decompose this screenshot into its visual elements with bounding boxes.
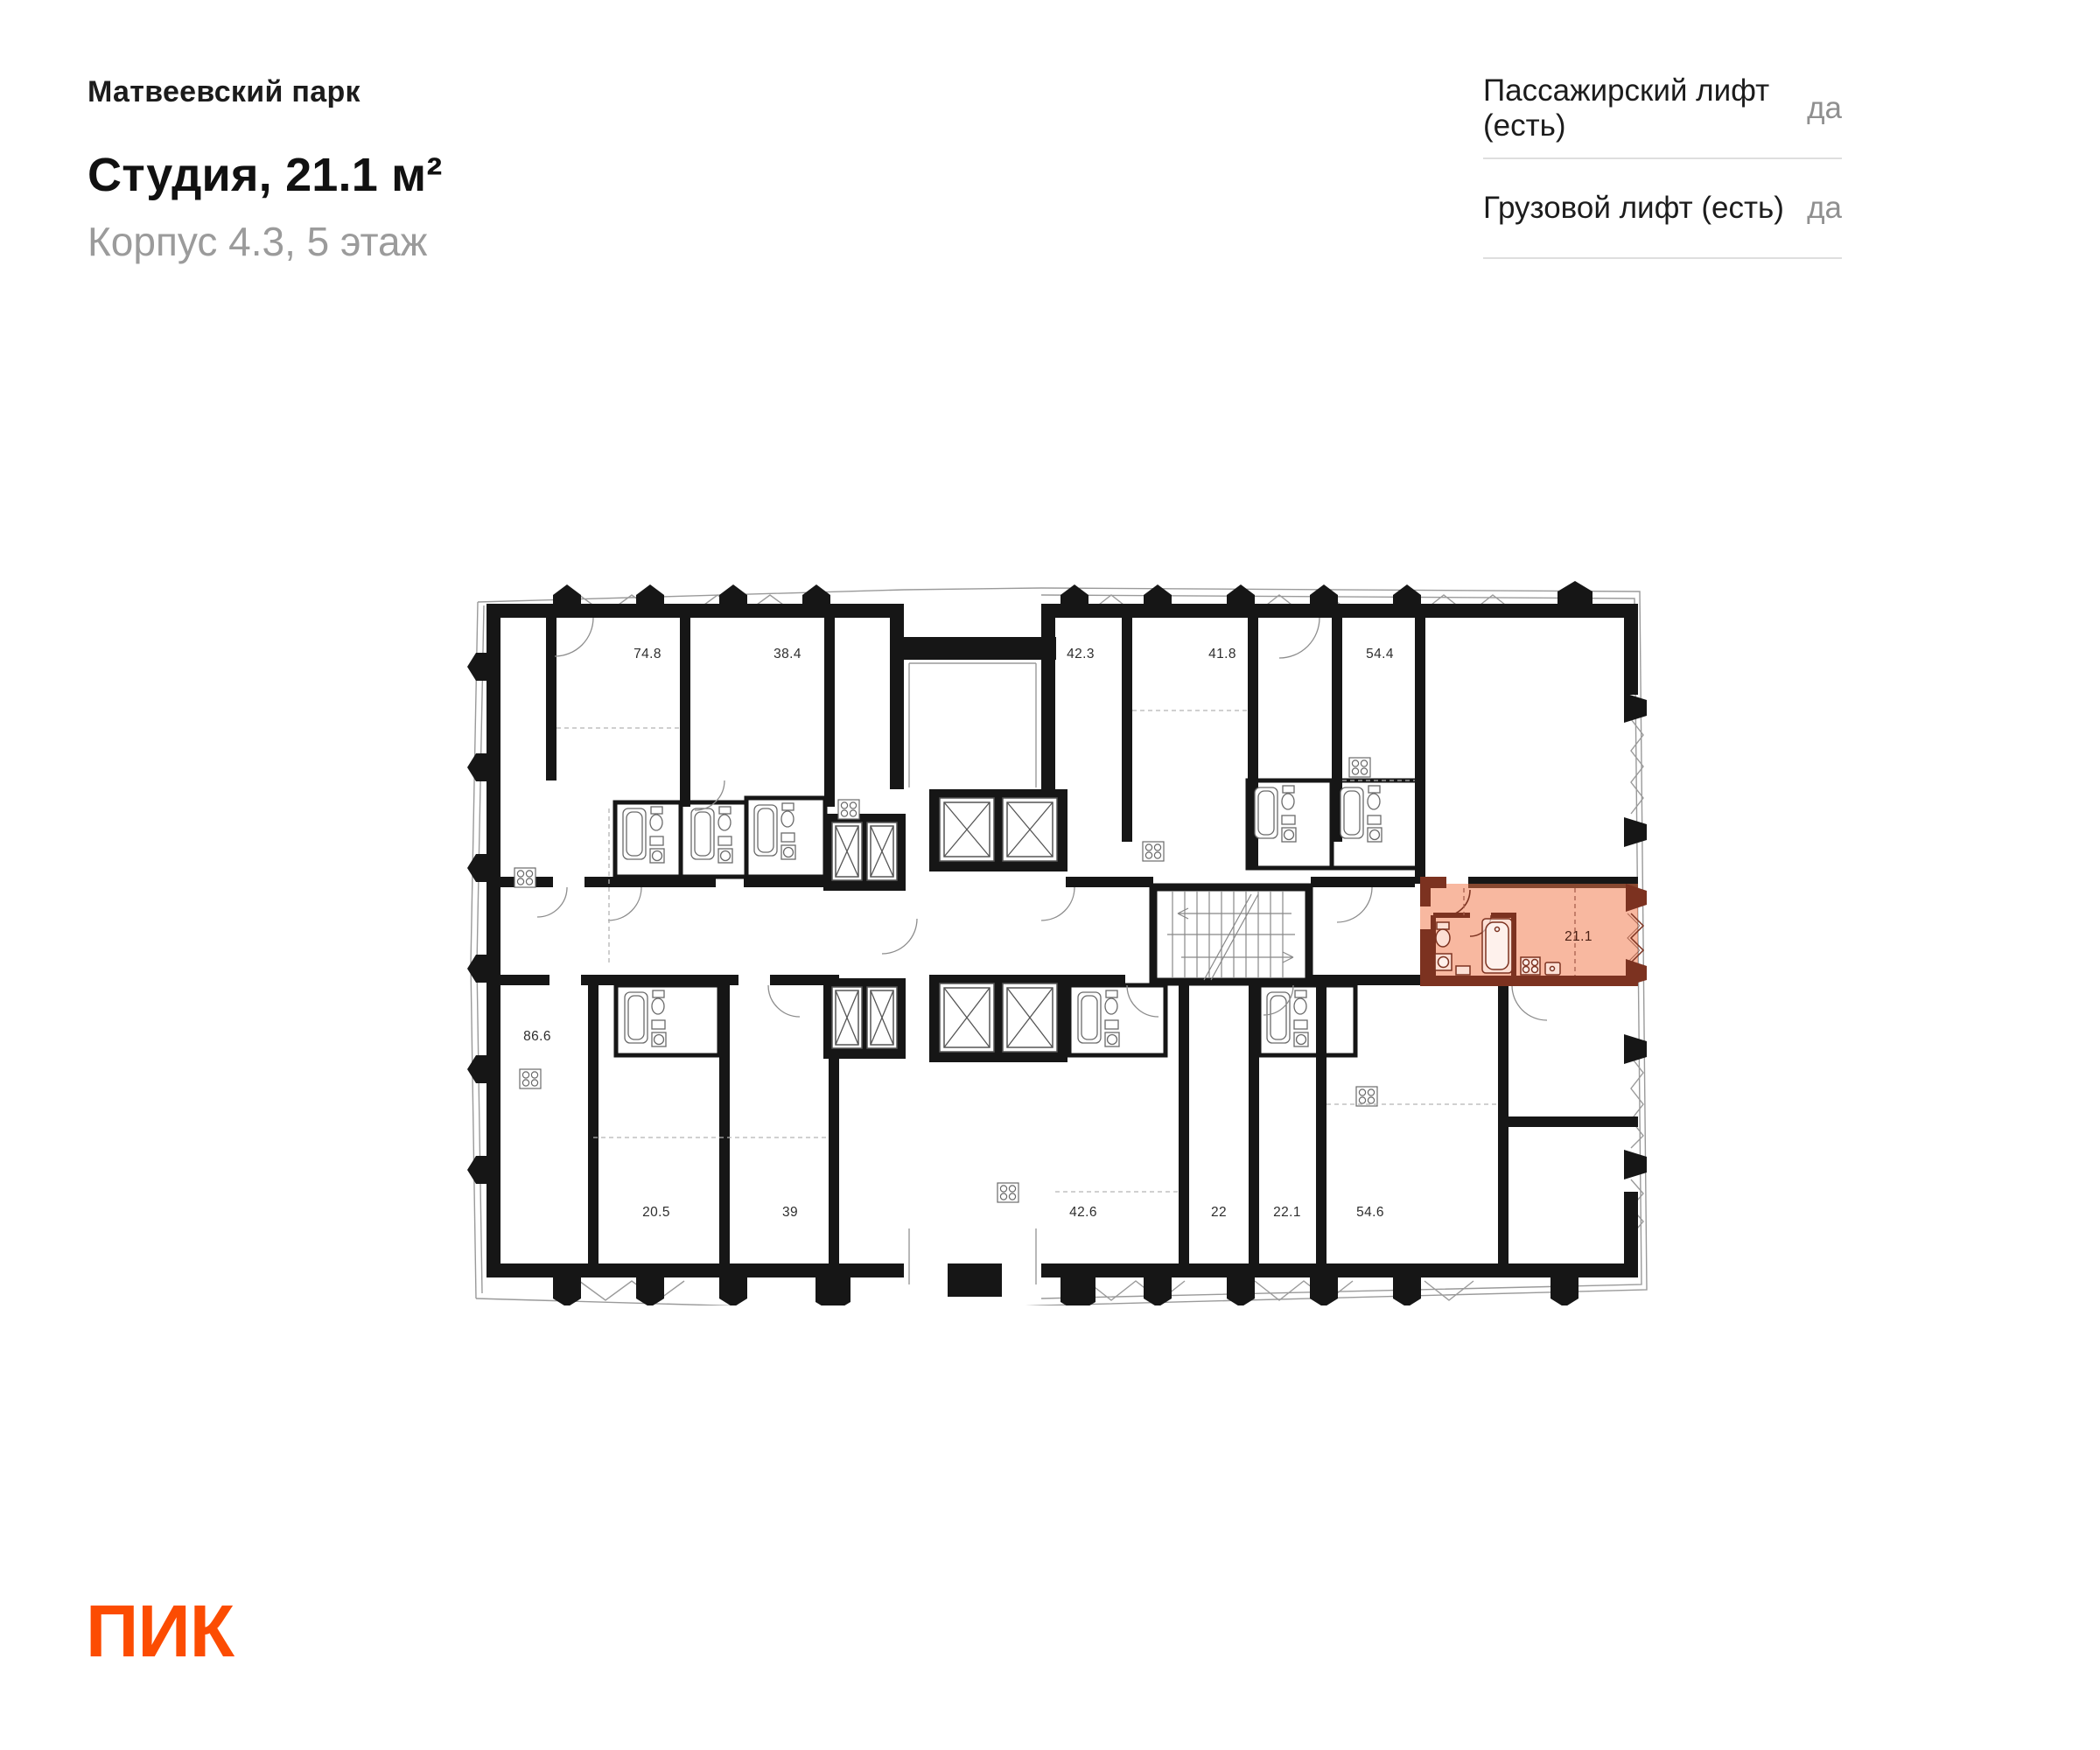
elevator-shafts xyxy=(823,789,1068,1062)
unit-area-label: 20.5 xyxy=(642,1205,670,1220)
unit-area-label: 39 xyxy=(782,1205,798,1220)
unit-area-label: 54.6 xyxy=(1356,1205,1384,1220)
unit-area-label: 22.1 xyxy=(1273,1205,1301,1220)
unit-area-label: 41.8 xyxy=(1208,647,1236,662)
cargo-lift-value: да xyxy=(1807,191,1842,225)
page-title: Студия, 21.1 м² xyxy=(88,149,443,201)
window-piers xyxy=(467,581,1647,1306)
dashed-lines xyxy=(556,710,1498,1193)
cargo-lift-row: Грузовой лифт (есть) да xyxy=(1483,159,1842,259)
unit-area-label: 42.6 xyxy=(1069,1205,1097,1220)
unit-area-label: 22 xyxy=(1211,1205,1227,1220)
unit-area-label: 54.4 xyxy=(1366,647,1394,662)
bath-cluster-walls xyxy=(612,778,1422,1058)
staircase xyxy=(1149,883,1313,986)
project-name: Матвеевский парк xyxy=(88,75,360,108)
passenger-lift-value: да xyxy=(1807,91,1842,125)
passenger-lift-label: Пассажирский лифт (есть) xyxy=(1483,74,1770,143)
lift-info-table: Пассажирский лифт (есть) да Грузовой лиф… xyxy=(1483,60,1842,259)
unit-area-label: 74.8 xyxy=(634,647,662,662)
unit-area-label: 38.4 xyxy=(774,647,802,662)
unit-area-label: 86.6 xyxy=(523,1029,551,1044)
passenger-lift-row: Пассажирский лифт (есть) да xyxy=(1483,60,1842,159)
page-subtitle: Корпус 4.3, 5 этаж xyxy=(88,219,428,264)
walls xyxy=(486,604,1638,1297)
floor-plan: 74.8 38.4 42.3 41.8 54.4 86.6 20.5 39 42.6 22 22.1… xyxy=(462,579,1652,1306)
unit-area-label: 42.3 xyxy=(1067,647,1095,662)
pik-logo[interactable]: ПИК xyxy=(86,1590,234,1672)
header: Матвеевский парк Студия, 21.1 м² Корпус … xyxy=(88,75,443,265)
highlighted-unit-area-label[interactable]: 21.1 xyxy=(1564,929,1592,944)
highlighted-unit[interactable] xyxy=(1420,877,1647,986)
door-arcs xyxy=(536,617,1548,1021)
cargo-lift-label: Грузовой лифт (есть) xyxy=(1483,191,1784,225)
unit-labels: 74.8 38.4 42.3 41.8 54.4 86.6 20.5 39 42.6 22 22.1… xyxy=(523,647,1592,1220)
